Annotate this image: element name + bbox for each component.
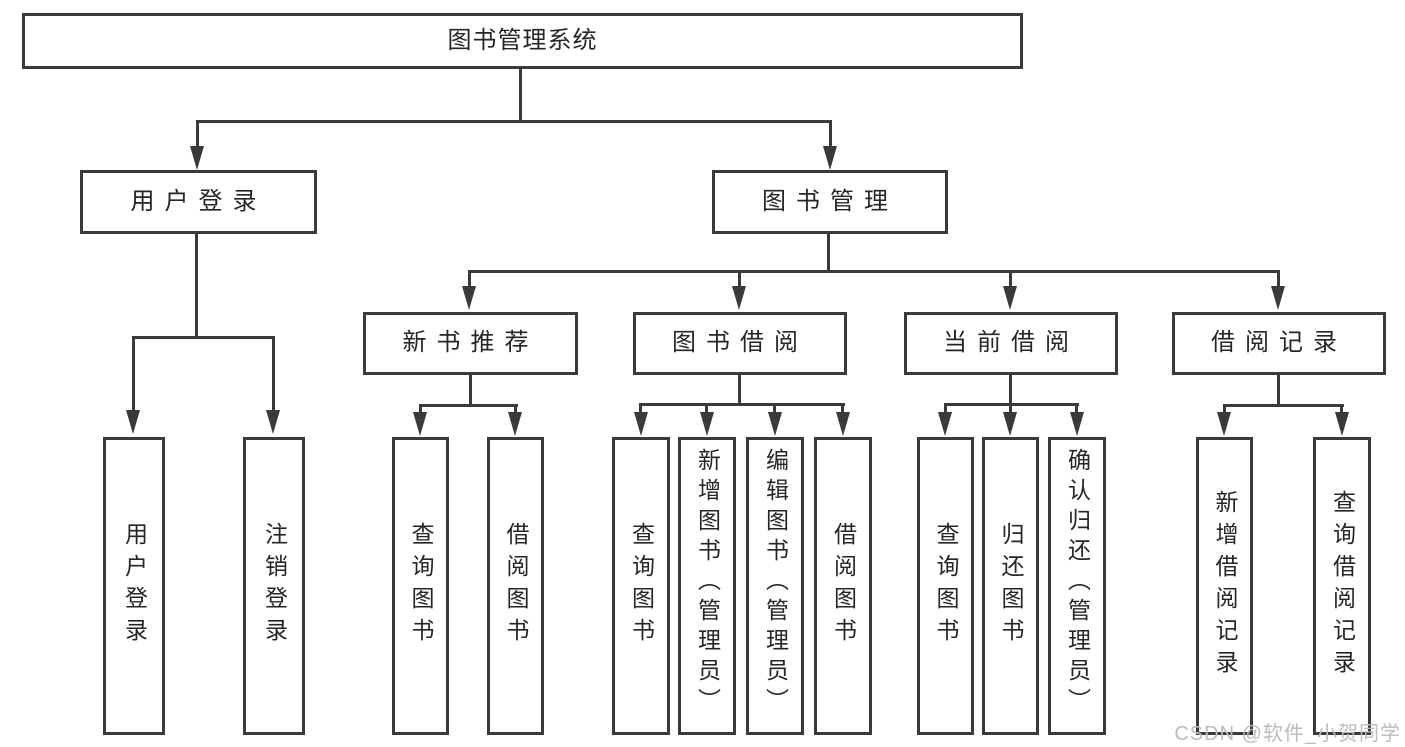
- connector-line: [773, 405, 776, 413]
- connector-line: [1075, 405, 1078, 413]
- arrowhead-down-icon: [1271, 286, 1285, 310]
- leaf-box-query-books-recommend: 查询图书: [392, 437, 449, 735]
- connector-line: [1009, 375, 1012, 406]
- section-box-book-borrow: 图书借阅: [633, 312, 847, 375]
- arrowhead-down-icon: [768, 412, 782, 436]
- leaf-box-confirm-return-admin: 确认归还（管理员）: [1048, 437, 1106, 735]
- arrowhead-down-icon: [1003, 412, 1017, 436]
- connector-line: [944, 405, 947, 413]
- connector-line: [944, 403, 1079, 406]
- section-box-new-book-recommend: 新书推荐: [363, 312, 578, 375]
- arrowhead-down-icon: [413, 412, 427, 436]
- arrowhead-down-icon: [190, 146, 204, 170]
- leaf-box-user-login: 用户登录: [103, 437, 165, 735]
- leaf-box-return-book: 归还图书: [982, 437, 1039, 735]
- connector-line: [1277, 272, 1280, 288]
- connector-line: [196, 120, 832, 123]
- connector-line: [827, 234, 830, 272]
- leaf-label: 查询图书: [408, 522, 434, 650]
- section-label: 当前借阅: [943, 329, 1079, 357]
- arrowhead-down-icon: [266, 410, 280, 434]
- leaf-label: 新增借阅记录: [1212, 490, 1238, 682]
- connector-line: [1277, 375, 1280, 406]
- leaf-box-query-borrow-record: 查询借阅记录: [1313, 437, 1371, 735]
- branch-box-book-management: 图书管理: [712, 170, 948, 234]
- leaf-box-edit-book-admin: 编辑图书（管理员）: [746, 437, 804, 735]
- leaf-box-add-book-admin: 新增图书（管理员）: [678, 437, 736, 735]
- section-label: 新书推荐: [402, 329, 539, 357]
- leaf-box-add-borrow-record: 新增借阅记录: [1196, 437, 1253, 735]
- leaf-box-logout: 注销登录: [243, 437, 305, 735]
- connector-line: [1223, 406, 1226, 414]
- leaf-label: 确认归还（管理员）: [1064, 448, 1091, 718]
- leaf-label: 归还图书: [998, 522, 1024, 650]
- leaf-label: 借阅图书: [830, 522, 857, 650]
- connector-line: [1223, 404, 1344, 407]
- leaf-label: 借阅图书: [503, 522, 529, 650]
- connector-line: [1009, 405, 1012, 413]
- leaf-label: 查询图书: [933, 522, 959, 650]
- arrowhead-down-icon: [732, 286, 746, 310]
- section-label: 借阅记录: [1211, 329, 1347, 357]
- arrowhead-down-icon: [508, 412, 522, 436]
- connector-line: [1340, 406, 1343, 414]
- arrowhead-down-icon: [1217, 412, 1231, 436]
- leaf-box-query-books-borrow: 查询图书: [612, 437, 670, 735]
- connector-line: [468, 270, 1280, 273]
- leaf-box-borrow-books: 借阅图书: [814, 437, 872, 735]
- arrowhead-down-icon: [938, 412, 952, 436]
- connector-line: [829, 122, 832, 148]
- arrowhead-down-icon: [126, 410, 140, 434]
- connector-line: [519, 68, 522, 122]
- arrowhead-down-icon: [462, 286, 476, 310]
- root-label: 图书管理系统: [447, 26, 598, 54]
- arrowhead-down-icon: [1003, 286, 1017, 310]
- arrowhead-down-icon: [1335, 412, 1349, 436]
- connector-line: [1009, 272, 1012, 288]
- connector-line: [841, 405, 844, 413]
- leaf-label: 查询图书: [628, 522, 655, 650]
- connector-line: [469, 375, 472, 406]
- connector-line: [195, 234, 198, 338]
- arrowhead-down-icon: [700, 412, 714, 436]
- leaf-label: 新增图书（管理员）: [694, 448, 721, 718]
- leaf-label: 用户登录: [121, 522, 148, 650]
- connector-line: [639, 403, 845, 406]
- connector-line: [419, 404, 518, 407]
- section-box-borrow-records: 借阅记录: [1172, 312, 1386, 375]
- connector-line: [196, 122, 199, 148]
- connector-line: [132, 338, 135, 412]
- connector-line: [738, 375, 741, 406]
- leaf-label: 注销登录: [261, 522, 288, 650]
- arrowhead-down-icon: [823, 146, 837, 170]
- connector-line: [468, 272, 471, 288]
- arrowhead-down-icon: [634, 412, 648, 436]
- branch-box-user-login: 用户登录: [80, 170, 317, 234]
- arrowhead-down-icon: [836, 412, 850, 436]
- connector-line: [272, 338, 275, 412]
- leaf-box-borrow-books-recommend: 借阅图书: [487, 437, 544, 735]
- connector-line: [705, 405, 708, 413]
- root-box-library-system: 图书管理系统: [22, 13, 1023, 69]
- branch-label: 图书管理: [762, 187, 898, 215]
- connector-line: [514, 406, 517, 414]
- arrowhead-down-icon: [1070, 412, 1084, 436]
- leaf-label: 编辑图书（管理员）: [762, 448, 789, 718]
- connector-line: [132, 336, 275, 339]
- branch-label: 用户登录: [130, 187, 267, 215]
- connector-line: [738, 272, 741, 288]
- watermark-text: CSDN @软件_小贺同学: [1174, 723, 1401, 745]
- connector-line: [419, 406, 422, 414]
- leaf-label: 查询借阅记录: [1329, 490, 1356, 682]
- connector-line: [639, 405, 642, 413]
- section-label: 图书借阅: [672, 329, 808, 357]
- leaf-box-query-books-current: 查询图书: [917, 437, 974, 735]
- section-box-current-borrow: 当前借阅: [904, 312, 1118, 375]
